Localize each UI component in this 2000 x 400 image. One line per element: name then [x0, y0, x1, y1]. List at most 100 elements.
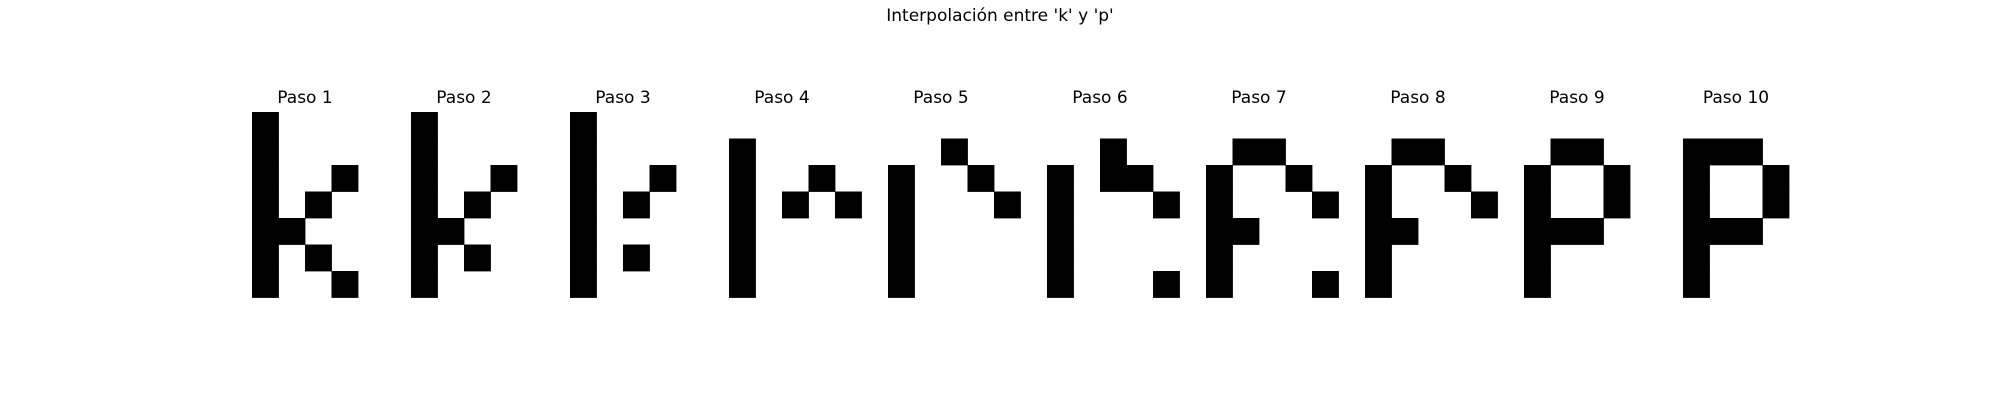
- pixel-on: [411, 244, 438, 272]
- pixel-on: [570, 218, 597, 245]
- pixel-on: [729, 218, 756, 245]
- pixel-on: [1736, 218, 1763, 245]
- pixel-grid: [411, 112, 544, 298]
- pixel-on: [1365, 191, 1392, 219]
- pixel-on: [1365, 271, 1392, 298]
- pixel-on: [994, 191, 1021, 219]
- pixel-on: [1683, 165, 1710, 192]
- pixel-on: [570, 112, 597, 139]
- pixel-on: [1391, 138, 1419, 166]
- pixel-grid: [570, 112, 703, 298]
- pixel-on: [1709, 138, 1737, 166]
- pixel-on: [1762, 165, 1790, 192]
- pixel-on: [1524, 191, 1551, 219]
- pixel-on: [252, 138, 279, 166]
- pixel-on: [1550, 138, 1578, 166]
- pixel-on: [464, 244, 491, 272]
- pixel-on: [1100, 165, 1127, 192]
- step-panel-title: Paso 1: [277, 88, 333, 108]
- pixel-on: [623, 191, 650, 219]
- pixel-on: [1709, 218, 1737, 245]
- pixel-on: [888, 271, 915, 298]
- pixel-on: [1577, 138, 1604, 166]
- pixel-on: [252, 112, 279, 139]
- pixel-on: [1206, 271, 1233, 298]
- step-panel-title: Paso 3: [595, 88, 651, 108]
- pixel-on: [1471, 191, 1498, 219]
- pixel-on: [1577, 218, 1604, 245]
- pixel-on: [570, 191, 597, 219]
- pixel-grid: [252, 112, 385, 298]
- pixel-on: [835, 191, 862, 219]
- pixel-on: [1206, 244, 1233, 272]
- pixel-grid: [1683, 112, 1816, 298]
- pixel-on: [1153, 271, 1180, 298]
- pixel-on: [1047, 244, 1074, 272]
- pixel-on: [1603, 165, 1631, 192]
- pixel-on: [1683, 218, 1710, 245]
- pixel-on: [1683, 271, 1710, 298]
- pixel-on: [252, 271, 279, 298]
- pixel-on: [1285, 165, 1313, 192]
- pixel-on: [1524, 271, 1551, 298]
- pixel-on: [1232, 218, 1260, 245]
- pixel-on: [411, 218, 438, 245]
- pixel-on: [888, 244, 915, 272]
- pixel-on: [1391, 218, 1419, 245]
- pixel-on: [1312, 271, 1339, 298]
- pixel-on: [305, 244, 332, 272]
- pixel-on: [782, 191, 809, 219]
- pixel-on: [729, 244, 756, 272]
- pixel-on: [411, 165, 438, 192]
- pixel-on: [331, 165, 359, 192]
- pixel-on: [1047, 165, 1074, 192]
- pixel-grid: [729, 112, 862, 298]
- pixel-on: [331, 271, 359, 298]
- pixel-on: [1047, 218, 1074, 245]
- pixel-on: [411, 271, 438, 298]
- pixel-grid: [1524, 112, 1657, 298]
- pixel-on: [305, 191, 332, 219]
- pixel-on: [888, 191, 915, 219]
- pixel-on: [1206, 165, 1233, 192]
- pixel-on: [623, 244, 650, 272]
- pixel-on: [1524, 244, 1551, 272]
- pixel-on: [1365, 244, 1392, 272]
- step-panel-title: Paso 8: [1390, 88, 1446, 108]
- pixel-on: [649, 165, 677, 192]
- pixel-on: [1259, 138, 1286, 166]
- pixel-on: [967, 165, 995, 192]
- pixel-on: [1206, 218, 1233, 245]
- step-panel-title: Paso 4: [754, 88, 810, 108]
- pixel-on: [888, 165, 915, 192]
- pixel-on: [729, 271, 756, 298]
- pixel-on: [1736, 138, 1763, 166]
- pixel-on: [570, 244, 597, 272]
- pixel-on: [1524, 165, 1551, 192]
- pixel-on: [888, 218, 915, 245]
- pixel-on: [411, 138, 438, 166]
- pixel-on: [490, 165, 518, 192]
- pixel-on: [729, 165, 756, 192]
- pixel-grid: [1206, 112, 1339, 298]
- pixel-on: [941, 138, 968, 166]
- pixel-on: [1683, 138, 1710, 166]
- pixel-on: [411, 112, 438, 139]
- pixel-on: [1047, 271, 1074, 298]
- pixel-grid: [1365, 112, 1498, 298]
- pixel-on: [570, 138, 597, 166]
- pixel-on: [1762, 191, 1790, 219]
- pixel-on: [1683, 244, 1710, 272]
- pixel-on: [252, 244, 279, 272]
- pixel-on: [1365, 165, 1392, 192]
- pixel-on: [1100, 138, 1127, 166]
- pixel-on: [808, 165, 836, 192]
- pixel-on: [1418, 138, 1445, 166]
- step-panel-title: Paso 6: [1072, 88, 1128, 108]
- pixel-on: [411, 191, 438, 219]
- pixel-on: [278, 218, 306, 245]
- pixel-on: [1312, 191, 1339, 219]
- pixel-on: [1444, 165, 1472, 192]
- pixel-on: [1550, 218, 1578, 245]
